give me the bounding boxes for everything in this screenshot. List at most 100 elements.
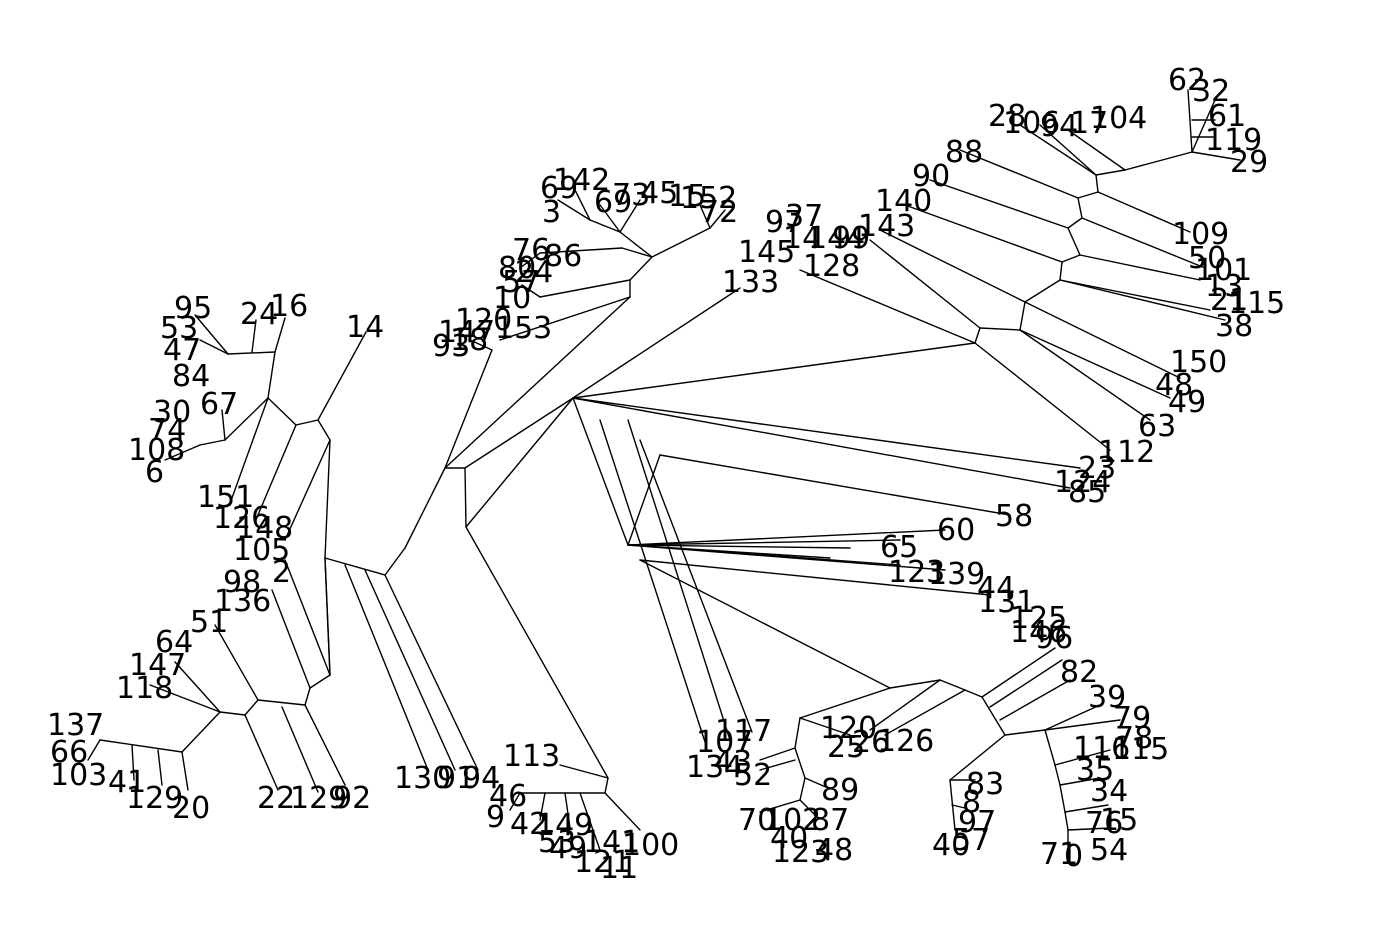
leaf-label: 112 <box>1098 435 1155 470</box>
leaf-label: 0 <box>1064 839 1083 874</box>
leaf-label: 152 <box>680 181 737 216</box>
leaf-label: 109 <box>1172 217 1229 252</box>
leaf-label: 128 <box>803 249 860 284</box>
leaf-label: 70 <box>738 803 776 838</box>
leaf-label: 129 <box>126 781 183 816</box>
leaf-label: 30 <box>153 395 191 430</box>
leaf-label: 69 <box>594 185 632 220</box>
leaf-label: 144 <box>808 221 865 256</box>
leaf-label: 108 <box>128 433 185 468</box>
leaf-label: 48 <box>815 833 853 868</box>
leaf-label: 58 <box>995 499 1033 534</box>
leaf-label: 24 <box>240 297 278 332</box>
leaf-label: 76 <box>1085 806 1123 841</box>
leaf-label: 13 <box>1205 269 1243 304</box>
leaf-label: 101 <box>1195 253 1252 288</box>
leaf-label: 124 <box>1054 465 1111 500</box>
leaf-label: 38 <box>1215 309 1253 344</box>
leaf-label: 133 <box>722 265 779 300</box>
leaf-label: 21 <box>1210 283 1248 318</box>
leaf-label: 143 <box>858 209 915 244</box>
leaf-label: 93 <box>432 329 470 364</box>
leaf-label: 22 <box>257 781 295 816</box>
leaf-label: 137 <box>47 708 104 743</box>
leaf-label: 136 <box>214 584 271 619</box>
leaf-label: 18 <box>450 323 488 358</box>
leaf-label: 52 <box>734 758 772 793</box>
leaf-label: 44 <box>977 571 1015 606</box>
leaf-label: 14 <box>783 221 821 256</box>
leaf-label: 129 <box>290 781 347 816</box>
leaf-label: 94 <box>1040 109 1078 144</box>
leaf-label: 49 <box>1168 385 1206 420</box>
leaf-label: 147 <box>129 648 186 683</box>
leaf-label: 32 <box>1192 74 1230 109</box>
leaf-label: 10 <box>493 281 531 316</box>
leaf-label: 37 <box>785 199 823 234</box>
leaf-label: 67 <box>200 387 238 422</box>
leaf-label: 146 <box>1010 615 1067 650</box>
leaf-label: 148 <box>236 511 293 546</box>
leaf-label: 39 <box>1088 680 1126 715</box>
leaf-label: 63 <box>1138 409 1176 444</box>
leaf-label: 116 <box>1073 731 1130 766</box>
leaf-label: 57 <box>952 823 990 858</box>
leaf-label: 34 <box>1090 774 1128 809</box>
leaf-label: 47 <box>163 333 201 368</box>
leaf-label: 49 <box>549 831 587 866</box>
leaf-label: 60 <box>937 513 975 548</box>
leaf-label: 11 <box>600 851 638 886</box>
leaf-label: 86 <box>544 239 582 274</box>
leaf-label: 73 <box>612 178 650 213</box>
leaf-label: 141 <box>583 825 640 860</box>
leaf-label: 97 <box>958 805 996 840</box>
leaf-label: 140 <box>875 184 932 219</box>
leaf-label: 95 <box>174 291 212 326</box>
leaf-label: 96 <box>1035 621 1073 656</box>
leaf-label: 20 <box>172 791 210 826</box>
leaf-label: 3 <box>542 195 561 230</box>
leaf-label: 126 <box>877 724 934 759</box>
leaf-label: 48 <box>1155 368 1193 403</box>
leaf-label: 98 <box>223 565 261 600</box>
leaf-label: 91 <box>437 761 475 796</box>
leaf-label: 88 <box>945 135 983 170</box>
leaf-label: 71 <box>1040 837 1078 872</box>
leaf-label: 119 <box>1205 123 1262 158</box>
leaf-label: 142 <box>553 163 610 198</box>
leaf-label: 16 <box>270 289 308 324</box>
leaf-label: 25 <box>827 730 865 765</box>
leaf-label: 125 <box>1010 601 1067 636</box>
leaf-label: 102 <box>764 803 821 838</box>
leaf-label: 130 <box>394 761 451 796</box>
leaf-label: 40 <box>932 828 970 863</box>
leaf-label: 120 <box>820 711 877 746</box>
leaf-label: 106 <box>1003 106 1060 141</box>
leaf-label: 121 <box>574 845 631 880</box>
leaf-label: 139 <box>928 557 985 592</box>
leaf-label: 117 <box>715 714 772 749</box>
leaf-label: 14 <box>346 310 384 345</box>
leaf-label: 131 <box>978 585 1035 620</box>
leaf-label: 46 <box>489 779 527 814</box>
leaf-label: 80 <box>498 251 536 286</box>
leaf-label: 64 <box>155 625 193 660</box>
leaf-label: 66 <box>50 735 88 770</box>
leaf-label: 145 <box>738 235 795 270</box>
leaf-label: 89 <box>821 773 859 808</box>
leaf-label: 42 <box>510 807 548 842</box>
leaf-label: 23 <box>1078 451 1116 486</box>
leaf-label: 104 <box>1090 101 1147 136</box>
leaf-label: 54 <box>1090 833 1128 868</box>
leaf-label: 107 <box>696 725 753 760</box>
leaf-label: 151 <box>197 480 254 515</box>
leaf-label: 29 <box>1230 145 1268 180</box>
leaf-label: 41 <box>108 765 146 800</box>
leaf-label: 17 <box>1070 106 1108 141</box>
leaf-label: 35 <box>1076 753 1114 788</box>
leaf-label: 87 <box>811 803 849 838</box>
leaf-label: 26 <box>852 725 890 760</box>
leaf-label: 123 <box>772 835 829 870</box>
leaf-label: 72 <box>700 195 738 230</box>
